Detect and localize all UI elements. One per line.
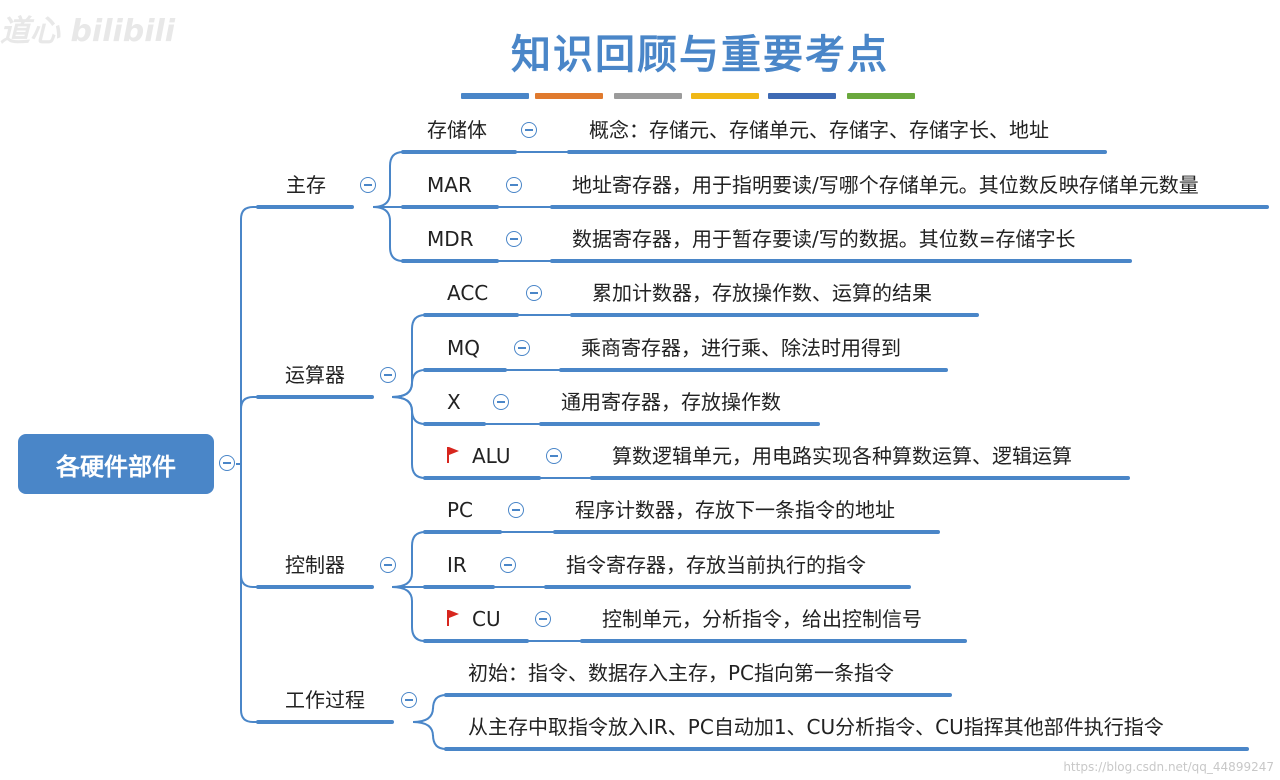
- branch-connector: [236, 463, 258, 588]
- color-stripe: [768, 93, 836, 99]
- node-description: 概念：存储元、存储单元、存储字、存储字长、地址: [589, 118, 1049, 142]
- branch-label: 运算器: [285, 363, 345, 387]
- child-label: MAR: [427, 173, 472, 197]
- node-description: 从主存中取指令放入IR、PC自动加1、CU分析指令、CU指挥其他部件执行指令: [468, 715, 1164, 739]
- collapse-icon[interactable]: [546, 448, 562, 464]
- child-connector: [391, 531, 426, 588]
- collapse-icon[interactable]: [500, 557, 516, 573]
- child-label: ALU: [472, 444, 511, 468]
- branch-connector: [236, 396, 258, 465]
- collapse-icon[interactable]: [508, 502, 524, 518]
- color-stripe: [614, 93, 682, 99]
- node-description: 指令寄存器，存放当前执行的指令: [566, 553, 866, 577]
- branch-label: 主存: [286, 173, 326, 197]
- branch-label: 控制器: [285, 553, 345, 577]
- root-label: 各硬件部件: [56, 452, 176, 481]
- collapse-icon[interactable]: [521, 122, 537, 138]
- child-label: PC: [447, 498, 474, 522]
- branch-connector: [236, 463, 258, 723]
- flag-icon: [446, 609, 460, 627]
- color-stripe: [535, 93, 603, 99]
- child-connector: [412, 721, 447, 750]
- branch-label: 工作过程: [285, 688, 365, 712]
- child-label: ACC: [447, 281, 489, 305]
- child-label: CU: [472, 607, 501, 631]
- collapse-icon[interactable]: [360, 177, 376, 193]
- collapse-icon[interactable]: [493, 394, 509, 410]
- color-stripe: [691, 93, 759, 99]
- node-description: 控制单元，分析指令，给出控制信号: [602, 607, 922, 631]
- node-description: 通用寄存器，存放操作数: [561, 390, 781, 414]
- collapse-icon[interactable]: [506, 177, 522, 193]
- node-description: 乘商寄存器，进行乘、除法时用得到: [581, 336, 901, 360]
- collapse-icon[interactable]: [401, 692, 417, 708]
- collapse-icon[interactable]: [506, 231, 522, 247]
- page-title: 知识回顾与重要考点: [511, 32, 889, 78]
- child-connector: [391, 396, 426, 479]
- child-connector: [391, 586, 426, 642]
- child-connector: [372, 151, 404, 208]
- node-description: 数据寄存器，用于暂存要读/写的数据。其位数=存储字长: [572, 227, 1076, 251]
- node-description: 累加计数器，存放操作数、运算的结果: [592, 281, 932, 305]
- collapse-icon[interactable]: [535, 611, 551, 627]
- collapse-icon[interactable]: [219, 455, 235, 471]
- color-stripe: [847, 93, 915, 99]
- child-connector: [412, 694, 447, 723]
- csdn-watermark: https://blog.csdn.net/qq_44899247: [1063, 760, 1274, 774]
- child-label: MQ: [447, 336, 480, 360]
- child-label: IR: [447, 553, 467, 577]
- node-description: 初始：指令、数据存入主存，PC指向第一条指令: [468, 661, 895, 685]
- branch-connector: [236, 206, 258, 465]
- child-label: X: [447, 390, 461, 414]
- node-description: 算数逻辑单元，用电路实现各种算数运算、逻辑运算: [612, 444, 1072, 468]
- collapse-icon[interactable]: [526, 285, 542, 301]
- node-description: 地址寄存器，用于指明要读/写哪个存储单元。其位数反映存储单元数量: [572, 173, 1199, 197]
- child-label: MDR: [427, 227, 474, 251]
- child-connector: [391, 314, 426, 398]
- root-node[interactable]: 各硬件部件: [18, 434, 214, 494]
- child-connector: [372, 206, 404, 262]
- collapse-icon[interactable]: [514, 340, 530, 356]
- color-stripe: [461, 93, 529, 99]
- bilibili-watermark: 道心 bilibili: [0, 14, 176, 49]
- collapse-icon[interactable]: [380, 557, 396, 573]
- child-connector: [391, 369, 426, 398]
- collapse-icon[interactable]: [380, 367, 396, 383]
- child-label: 存储体: [427, 118, 487, 142]
- flag-icon: [446, 446, 460, 464]
- node-description: 程序计数器，存放下一条指令的地址: [575, 498, 895, 522]
